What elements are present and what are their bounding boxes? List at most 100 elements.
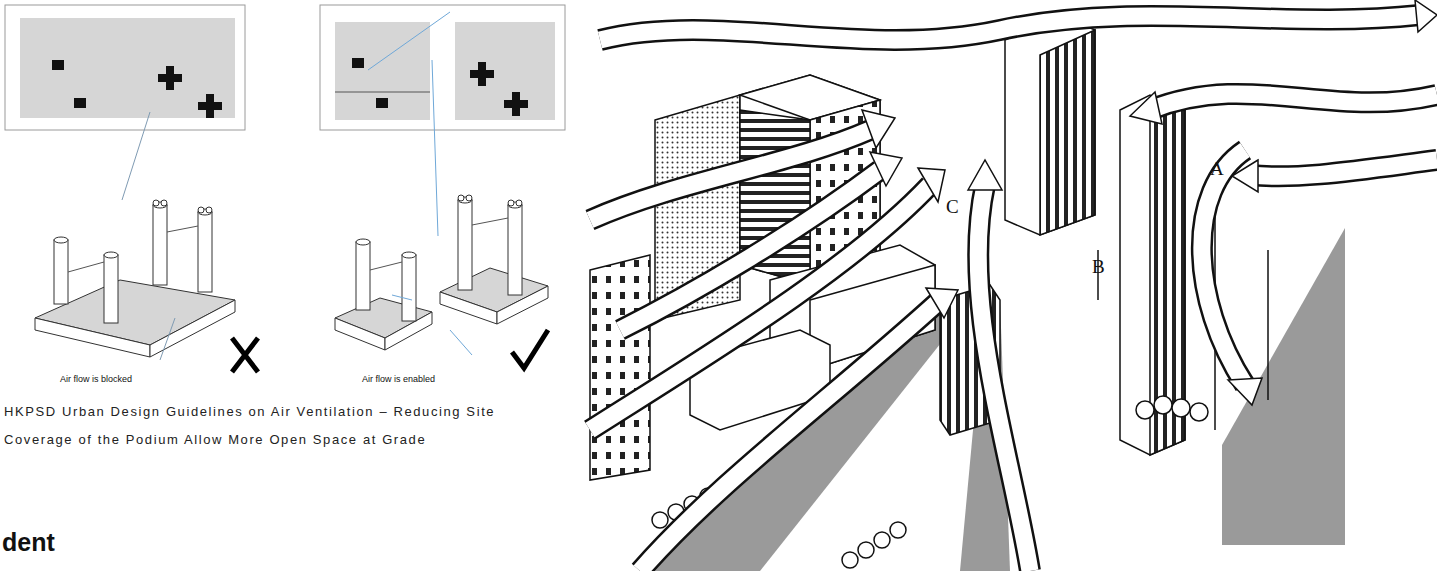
plan-blocked-part: [198, 94, 222, 118]
plan-enabled-part: [455, 22, 555, 120]
callout-letter: B: [1092, 256, 1105, 278]
wind-arrows-part-part: [600, 15, 1420, 40]
wind-arrows-part-part: [1228, 378, 1262, 405]
flow-note: Air flow is blocked: [60, 374, 132, 384]
podium-enabled-part: [440, 292, 497, 324]
callout-letter: A: [1210, 158, 1224, 180]
wind-arrows: [590, 0, 1437, 571]
plan-enabled-part: [335, 92, 430, 93]
plan-blocked: [5, 5, 245, 200]
trees-part: [1136, 401, 1154, 419]
buildings-part: [590, 255, 650, 480]
plan-enabled-part: [320, 5, 565, 130]
podium-enabled-part: [356, 239, 370, 245]
podium-enabled-part: [508, 200, 514, 206]
podium-enabled-part: [335, 318, 385, 350]
podium-enabled: [335, 195, 548, 355]
plan-enabled-part: [470, 62, 494, 86]
plan-blocked-part: [5, 5, 245, 130]
wind-arrows-part-part: [1202, 150, 1245, 385]
podium-enabled-part: [466, 195, 472, 201]
wind-arrows-part-part: [1250, 160, 1437, 176]
wind-arrows-part-part: [1202, 150, 1245, 385]
callout-letter: C: [946, 196, 959, 218]
wind-arrows-part-part: [620, 170, 880, 330]
wind-arrows-part-part: [870, 152, 902, 186]
podium-blocked-part: [153, 200, 159, 206]
podium-blocked-part: [198, 207, 204, 213]
wind-arrows-part-part: [978, 185, 1030, 571]
podium-blocked-part: [150, 300, 235, 357]
wind-arrows-part-part: [1130, 92, 1162, 124]
podium-enabled-part: [458, 200, 472, 290]
plan-blocked-part: [52, 60, 64, 70]
podium-enabled-part: [472, 218, 508, 225]
buildings-part: [1005, 15, 1095, 235]
trees-part: [652, 512, 668, 528]
trees-part: [890, 522, 906, 538]
wind-arrows-part-part: [1232, 160, 1258, 192]
trees-part: [858, 542, 874, 558]
podium-blocked-part: [104, 255, 118, 323]
wind-arrows-part-part: [640, 300, 940, 571]
wind-arrows-part-part: [862, 110, 895, 148]
podium-enabled-part: [402, 252, 416, 258]
podium-blocked-part: [54, 240, 68, 304]
trees-part: [874, 532, 890, 548]
podium-enabled-part: [450, 330, 472, 355]
plan-enabled-part: [352, 58, 364, 68]
podium-blocked-part: [198, 212, 212, 292]
trees-part: [1172, 399, 1190, 417]
cut-off-heading: dent: [2, 528, 55, 557]
trees-part: [842, 552, 858, 568]
podium-blocked-part: [161, 200, 167, 206]
wind-arrows-part: [590, 15, 1437, 571]
trees-part: [1154, 396, 1172, 414]
podium-enabled-part: [516, 200, 522, 206]
flow-note: Air flow is enabled: [362, 374, 435, 384]
podium-blocked-part: [167, 226, 198, 232]
figure-caption: HKPSD Urban Design Guidelines on Air Ven…: [4, 398, 564, 454]
wind-arrows-part-part: [1250, 160, 1437, 176]
check-mark: [512, 330, 548, 368]
wind-arrows-part-part: [926, 288, 958, 318]
buildings-part: [1040, 30, 1095, 235]
ground-shade-part: [1222, 228, 1345, 545]
wind-arrows-part-part: [1415, 0, 1437, 32]
podium-blocked: [35, 200, 235, 360]
plan-blocked-part: [74, 98, 86, 108]
wind-arrows-part-part: [590, 185, 930, 430]
podium-enabled-part: [402, 255, 416, 321]
wind-arrows-part-part: [978, 185, 1030, 571]
wind-arrows-part-part: [1150, 94, 1437, 110]
podium-enabled-part: [508, 205, 522, 295]
wind-arrows-part: [862, 0, 1437, 405]
podium-blocked-part: [104, 252, 118, 258]
trees-part: [1190, 403, 1208, 421]
buildings-part: [1267, 250, 1269, 400]
podium-enabled-part: [458, 195, 464, 201]
cross-mark: [232, 338, 258, 372]
wind-arrows-part-part: [600, 15, 1420, 40]
plan-blocked-part: [122, 112, 150, 200]
podium-blocked-part: [54, 237, 68, 243]
wind-arrows-part: [590, 15, 1437, 571]
wind-arrows-part-part: [590, 185, 930, 430]
wind-arrows-part-part: [1150, 94, 1437, 110]
podium-blocked-part: [35, 318, 150, 357]
podium-enabled-part: [370, 262, 402, 270]
podium-blocked-part: [160, 318, 175, 360]
podium-enabled-part: [392, 295, 412, 300]
plan-enabled-part: [504, 92, 528, 116]
podium-blocked-part: [153, 205, 167, 285]
podium-blocked-part: [68, 262, 104, 272]
plan-enabled-part: [376, 98, 388, 108]
wind-arrows-part-part: [968, 160, 1002, 190]
plan-enabled: [320, 5, 565, 236]
plan-blocked-part: [20, 18, 235, 118]
podium-blocked-part: [206, 207, 212, 213]
plan-enabled-part: [432, 60, 438, 236]
podium-enabled-part: [356, 242, 370, 310]
